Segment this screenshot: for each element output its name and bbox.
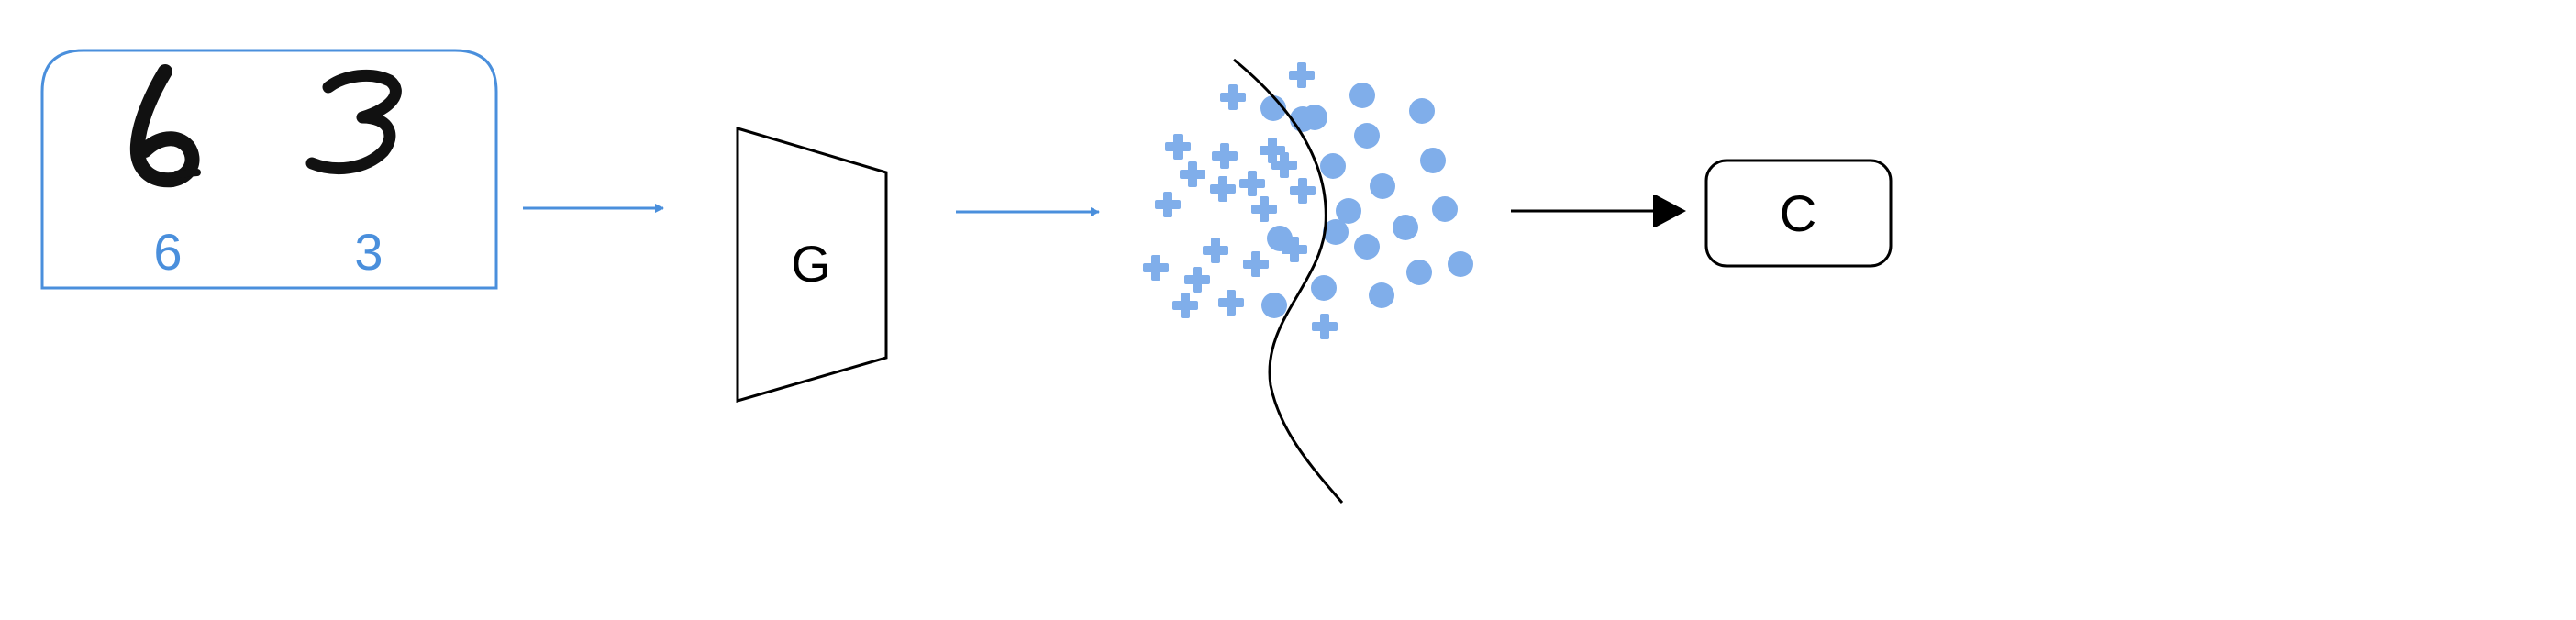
input-panel-frame [40,49,498,290]
plus-marker [1260,138,1285,163]
plus-marker [1143,255,1169,281]
digit-label-6: 6 [153,223,182,281]
circle-marker [1448,251,1473,277]
plus-marker [1210,176,1236,202]
generator-label: G [791,235,831,293]
plus-marker [1203,238,1228,263]
circle-marker [1349,83,1375,108]
decision-boundary [1233,58,1344,504]
plus-marker [1220,84,1246,110]
plus-marker [1289,62,1315,88]
circle-marker [1260,95,1286,121]
plus-marker [1212,143,1238,169]
classifier-block: C [1704,159,1893,268]
circle-marker [1370,173,1395,199]
circle-marker [1354,234,1380,260]
plus-marker [1239,171,1265,196]
classifier-box [1704,159,1893,268]
circle-marker [1320,153,1346,179]
embedding-space [1143,58,1473,504]
circle-marker [1369,282,1394,308]
plus-marker [1172,293,1198,318]
plus-marker [1271,152,1297,178]
circle-marker [1409,98,1435,124]
circle-marker [1290,106,1316,132]
handwritten-digit-3-image [305,69,402,175]
plus-marker [1243,251,1269,277]
input-panel: 6 3 [40,49,498,290]
circle-marker [1406,260,1432,285]
plus-marker [1312,314,1338,339]
plus-marker [1290,178,1316,204]
circle-marker [1261,293,1287,318]
plus-marker [1180,161,1205,187]
generator-block: G [736,126,888,403]
circle-marker [1267,226,1293,251]
handwritten-digit-6-image [129,64,201,188]
plus-marker [1218,290,1244,316]
circle-marker [1311,275,1337,301]
classifier-label: C [1780,184,1816,242]
arrow-embedding-to-classifier-head [1653,195,1686,227]
plus-marker [1155,192,1181,217]
circle-marker [1323,219,1349,245]
plus-markers [1143,62,1338,339]
circle-marker [1336,198,1361,224]
plus-marker [1165,134,1191,160]
circle-marker [1393,215,1418,240]
generator-trapezoid [736,126,888,403]
circle-marker [1420,148,1446,173]
digit-label-3: 3 [354,223,383,281]
plus-marker [1251,196,1277,222]
circle-marker [1432,196,1458,222]
circle-marker [1354,123,1380,149]
plus-marker [1184,267,1210,293]
